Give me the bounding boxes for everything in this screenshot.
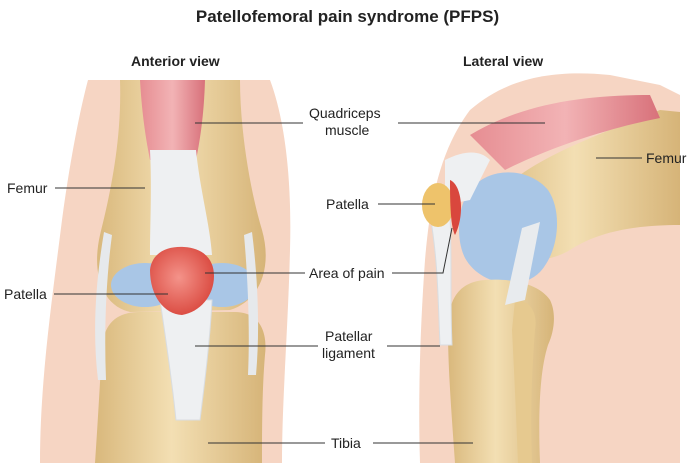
lateral-collateral-ligament xyxy=(505,222,540,305)
lateral-pain-area xyxy=(450,180,462,235)
lateral-view-heading: Lateral view xyxy=(463,53,544,69)
anterior-lateral-ligament xyxy=(244,232,259,375)
label-patellar-line2: ligament xyxy=(322,345,375,361)
lateral-view-drawing xyxy=(419,73,680,463)
leader-lines xyxy=(54,122,642,444)
lateral-tibia xyxy=(448,279,554,463)
anterior-patella-pain-area xyxy=(150,246,214,315)
anterior-patellar-ligament xyxy=(159,299,213,421)
anterior-medial-ligament xyxy=(95,232,112,380)
lateral-patellar-ligament xyxy=(429,214,453,346)
lateral-patella xyxy=(422,183,454,227)
leader-pain-lateral xyxy=(392,227,453,274)
anterior-quad-tendon xyxy=(150,150,212,255)
anterior-quadriceps xyxy=(140,80,205,160)
label-femur-right: Femur xyxy=(646,150,687,166)
lateral-fibula xyxy=(512,300,536,463)
label-patella-left: Patella xyxy=(4,286,47,302)
label-femur-left: Femur xyxy=(7,180,48,196)
label-quadriceps-line1: Quadriceps xyxy=(309,105,381,121)
diagram-title: Patellofemoral pain syndrome (PFPS) xyxy=(195,7,500,26)
label-patellar-ligament: Patellar ligament xyxy=(322,328,375,362)
label-area-of-pain: Area of pain xyxy=(309,265,385,281)
label-tibia: Tibia xyxy=(331,435,361,451)
label-quadriceps: Quadriceps muscle xyxy=(309,105,381,139)
anterior-view-heading: Anterior view xyxy=(131,53,220,69)
anterior-view-drawing xyxy=(40,80,291,463)
lateral-quadriceps xyxy=(470,95,660,170)
label-patellar-line1: Patellar xyxy=(325,328,373,344)
label-quadriceps-line2: muscle xyxy=(325,122,370,138)
label-patella-right: Patella xyxy=(326,196,369,212)
